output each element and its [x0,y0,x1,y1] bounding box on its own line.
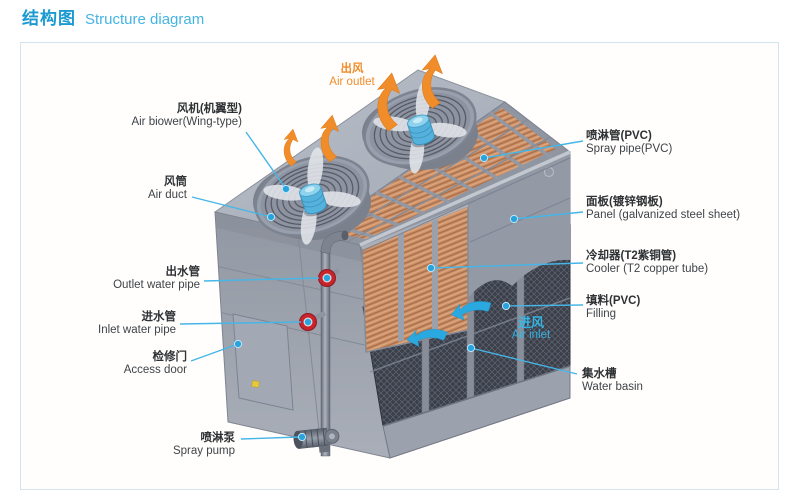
label-access-door-en: Access door [123,364,187,376]
label-air-outlet-en: Air outlet [329,76,375,88]
label-outlet-water-pipe-cn: 出水管 [165,266,201,278]
label-filling-cn: 填料(PVC) [586,295,641,307]
label-air-outlet-cn: 出风 [340,63,364,75]
label-spray-pipe-cn: 喷淋管(PVC) [586,130,652,142]
copper-coils [361,203,469,353]
label-water-basin-en: Water basin [582,381,643,393]
label-air-duct: 风筒 Air duct [148,176,187,202]
water-basin-edge [382,365,571,459]
label-inlet-water-pipe-cn: 进水管 [141,311,177,323]
label-spray-pipe: 喷淋管(PVC) Spray pipe(PVC) [586,130,672,156]
page-title: 结构图 Structure diagram [22,4,204,29]
label-filling: 填料(PVC) Filling [586,295,640,321]
label-spray-pump-en: Spray pump [172,445,235,457]
label-spray-pump-cn: 喷淋泵 [200,432,236,444]
label-air-blower: 风机(机翼型) Air biower(Wing-type) [131,103,242,129]
fan-blades [263,147,361,245]
fan-guard-rings [264,163,360,229]
label-air-duct-en: Air duct [148,189,187,201]
leader-dots [233,153,519,442]
label-spray-pump: 喷淋泵 Spray pump [173,432,235,458]
fan-right [362,80,478,174]
fan-motor-icon [407,114,437,148]
label-inlet-water-pipe: 进水管 Inlet water pipe [98,311,176,337]
label-inlet-water-pipe-en: Inlet water pipe [98,324,176,336]
page-title-en: Structure diagram [85,11,205,28]
label-cooler-cn: 冷却器(T2紫铜管) [586,250,677,262]
page-title-cn: 结构图 [22,9,76,28]
label-panel-en: Panel (galvanized steel sheet) [586,209,741,221]
label-panel: 面板(镀锌钢板) Panel (galvanized steel sheet) [586,196,740,222]
label-cooler-en: Cooler (T2 copper tube) [586,263,709,275]
spray-pump-graphic [293,427,340,453]
fan-motor-icon [299,183,329,217]
panel-face [468,152,571,298]
label-access-door-cn: 检修门 [152,351,188,363]
warning-tag [251,380,260,388]
label-air-blower-cn: 风机(机翼型) [176,103,242,115]
inlet-flange [299,310,327,331]
label-air-blower-en: Air biower(Wing-type) [131,116,242,128]
label-water-basin: 集水槽 Water basin [582,368,643,394]
right-face [359,150,571,459]
label-air-inlet-cn: 进风 [517,315,544,330]
label-outlet-water-pipe-en: Outlet water pipe [113,279,200,291]
label-air-inlet-en: Air inlet [511,329,551,341]
access-door-graphic [232,313,294,411]
fan-left [253,147,371,245]
label-cooler: 冷却器(T2紫铜管) Cooler (T2 copper tube) [586,250,708,276]
label-filling-en: Filling [586,308,617,320]
label-spray-pipe-en: Spray pipe(PVC) [586,143,673,155]
label-water-basin-cn: 集水槽 [582,368,617,380]
label-air-inlet: 进风 Air inlet [498,316,564,342]
label-access-door: 检修门 Access door [124,351,187,377]
label-panel-cn: 面板(镀锌钢板) [586,196,663,208]
label-air-outlet: 出风 Air outlet [300,63,404,89]
leader-lines [179,131,584,440]
label-air-duct-cn: 风筒 [164,176,187,188]
label-outlet-water-pipe: 出水管 Outlet water pipe [113,266,200,292]
